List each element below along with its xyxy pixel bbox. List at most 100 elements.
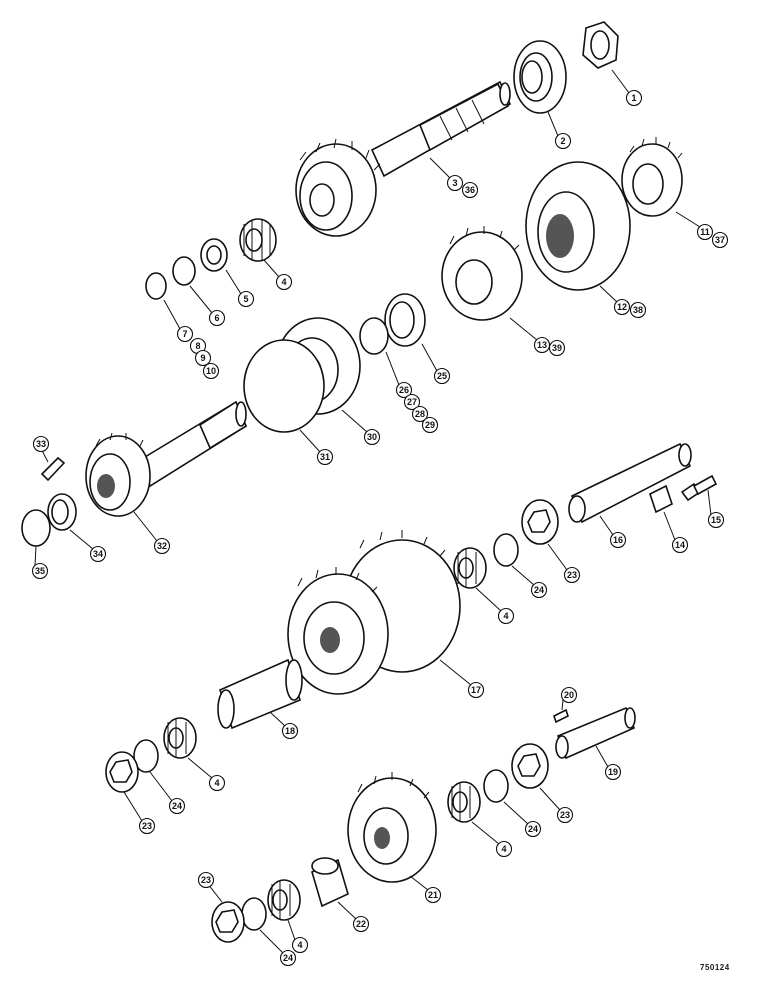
callout-circle [395, 381, 413, 399]
part-main-shaft [85, 400, 248, 517]
callout-number: 4 [281, 277, 286, 287]
callout-36: 36 [461, 181, 479, 199]
callout-number: 27 [407, 397, 417, 407]
callout-leader-line [341, 409, 368, 433]
callout-32: 32 [133, 511, 171, 555]
callout-number: 7 [182, 329, 187, 339]
callout-leader-line [547, 111, 559, 137]
callout-leader-line [69, 529, 94, 550]
callout-leader-line [599, 285, 618, 303]
part-lock-plate [649, 484, 673, 514]
callout-number: 21 [428, 890, 438, 900]
callout-22: 22 [337, 901, 370, 933]
part-retaining-ring [243, 339, 325, 433]
callout-number: 24 [528, 824, 538, 834]
callout-leader-line [287, 919, 296, 941]
part-spacer-ring-24b [483, 769, 509, 803]
callout-leader-line [707, 489, 712, 516]
callout-number: 10 [206, 366, 216, 376]
callout-number: 35 [35, 566, 45, 576]
callout-33: 33 [32, 435, 50, 463]
callout-circle [707, 511, 725, 529]
callout-circle [89, 545, 107, 563]
callout-leader-line [263, 259, 280, 278]
part-spacer-ring [359, 317, 389, 355]
callout-16: 16 [599, 515, 627, 549]
callout-34: 34 [69, 529, 107, 563]
callout-circle [363, 428, 381, 446]
callout-21: 21 [409, 875, 442, 904]
callout-23: 23 [197, 871, 223, 903]
callout-27: 27 [403, 393, 421, 411]
callout-circle [153, 537, 171, 555]
callout-number: 24 [283, 953, 293, 963]
callout-35: 35 [31, 545, 49, 580]
part-cluster-gear [441, 226, 523, 321]
callout-leader-line [421, 343, 438, 372]
callout-leader-line [663, 511, 676, 541]
part-hex-nut [582, 21, 619, 69]
part-washer-34-inner [51, 499, 69, 525]
callout-number: 11 [700, 227, 710, 237]
callout-circle [524, 820, 542, 838]
part-thrust-washer-3 [211, 901, 245, 943]
part-bolt [680, 474, 718, 502]
part-input-shaft [295, 80, 512, 237]
callout-number: 2 [560, 136, 565, 146]
part-thrust-ring-inner [389, 301, 415, 339]
callout-1: 1 [611, 69, 643, 107]
callout-leader-line [259, 929, 284, 954]
callout-circle [176, 325, 194, 343]
callout-number: 36 [465, 185, 475, 195]
callout-leader-line [547, 543, 568, 571]
part-thrust-washer-2 [511, 743, 549, 789]
callout-11: 11 [675, 211, 714, 241]
callout-13: 13 [509, 317, 551, 354]
callout-number: 4 [214, 778, 219, 788]
callout-circle [711, 231, 729, 249]
part-thrust-washer-4 [105, 751, 139, 793]
callout-number: 23 [201, 875, 211, 885]
part-snap-ring-small [145, 272, 167, 300]
callout-circle [352, 915, 370, 933]
callout-number: 12 [617, 302, 627, 312]
callout-number: 13 [537, 340, 547, 350]
callout-7: 7 [163, 299, 194, 343]
callout-leader-line [123, 791, 143, 822]
callout-number: 19 [608, 767, 618, 777]
callout-number: 31 [320, 452, 330, 462]
callout-circle [671, 536, 689, 554]
callout-number: 20 [564, 690, 574, 700]
part-gear-small-top [621, 137, 683, 217]
callout-leader-line [225, 269, 242, 295]
part-needle-bearing-5 [163, 717, 197, 759]
callout-circle [202, 362, 220, 380]
callout-14: 14 [663, 511, 689, 554]
part-needle-bearing-4 [267, 879, 301, 921]
callout-4: 4 [263, 259, 293, 291]
callout-31: 31 [299, 429, 334, 466]
callout-number: 23 [560, 810, 570, 820]
callout-number: 26 [399, 385, 409, 395]
callout-number: 5 [243, 294, 248, 304]
callout-number: 29 [425, 420, 435, 430]
callout-leader-line [149, 771, 173, 802]
callout-circle [421, 416, 439, 434]
callout-circle [194, 349, 212, 367]
callout-number: 4 [503, 611, 508, 621]
callout-number: 25 [437, 371, 447, 381]
callout-circle [497, 607, 515, 625]
callout-leader-line [409, 875, 429, 891]
callout-leader-line [503, 801, 529, 825]
callout-circle [316, 448, 334, 466]
callout-circle [613, 298, 631, 316]
part-needle-bearing [239, 218, 277, 262]
callout-leader-line [539, 787, 561, 811]
callout-circle [461, 181, 479, 199]
callout-circle [495, 840, 513, 858]
callout-24: 24 [511, 565, 548, 599]
callout-leader-line [611, 69, 630, 94]
callout-20: 20 [560, 686, 578, 711]
callout-23: 23 [547, 543, 581, 584]
